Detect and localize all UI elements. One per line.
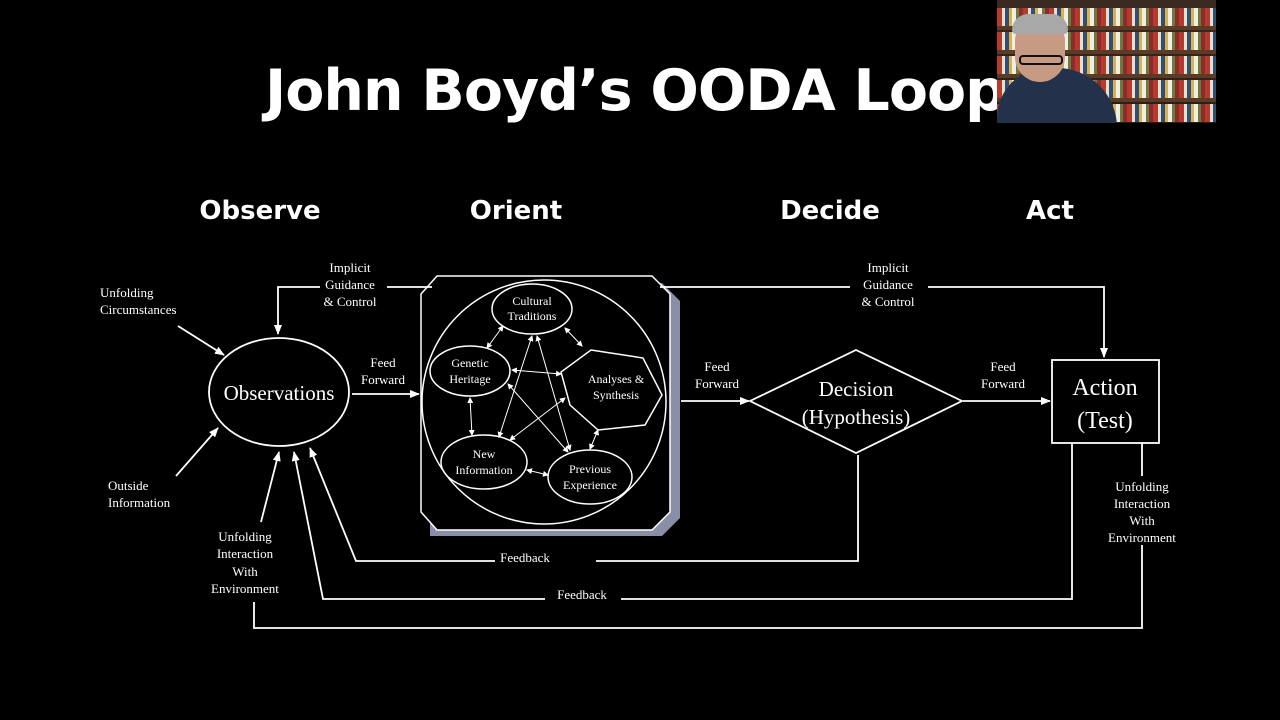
phase-orient: Orient — [469, 196, 563, 226]
previous-experience-node — [547, 449, 633, 505]
implicit-left-label-3: & Control — [323, 294, 376, 309]
orient-circle — [421, 279, 667, 525]
feedforward-1-label-2: Forward — [361, 372, 406, 387]
slide-title: John Boyd’s OODA Loop — [265, 58, 1006, 124]
orient-interconnections — [467, 325, 599, 477]
new-information-label-1: New — [473, 447, 496, 461]
observations-label: Observations — [224, 381, 335, 405]
new-information-label-2: Information — [455, 463, 512, 477]
unfolding-interaction-loop — [253, 545, 1143, 629]
decision-node — [747, 349, 965, 455]
unfolding-interaction-left-label-1: Unfolding — [218, 529, 272, 544]
feedforward-3-label-2: Forward — [981, 376, 1026, 391]
previous-experience-label-2: Experience — [563, 478, 617, 492]
presenter-video-thumbnail — [997, 0, 1216, 123]
implicit-left-label-1: Implicit — [329, 260, 371, 275]
implicit-left-label-2: Guidance — [325, 277, 375, 292]
unfolding-interaction-left-label-4: Environment — [211, 581, 279, 596]
unfolding-interaction-right-label-2: Interaction — [1114, 496, 1171, 511]
decision-label-2: (Hypothesis) — [802, 405, 911, 429]
phase-decide: Decide — [780, 196, 880, 226]
unfolding-circumstances-label-2: Circumstances — [100, 302, 177, 317]
previous-experience-label-1: Previous — [569, 462, 611, 476]
implicit-guidance-left-arrow — [274, 286, 320, 335]
feedback-1-label: Feedback — [500, 550, 550, 565]
feedback-1-arrow — [309, 447, 495, 562]
unfolding-circumstances-arrow — [177, 325, 225, 356]
new-information-node — [440, 434, 528, 490]
feedforward-2-label-2: Forward — [695, 376, 740, 391]
phase-act: Act — [1026, 196, 1074, 226]
feedforward-3-label-1: Feed — [990, 359, 1016, 374]
action-label-2: (Test) — [1077, 408, 1133, 434]
implicit-right-label-3: & Control — [861, 294, 914, 309]
outside-information-label-2: Information — [108, 495, 171, 510]
feedback-2-arrow — [291, 451, 545, 600]
feedforward-1-label-1: Feed — [370, 355, 396, 370]
action-node — [1051, 359, 1160, 444]
implicit-right-label-1: Implicit — [867, 260, 909, 275]
feedback-2-line — [621, 443, 1073, 600]
feedback-2-label: Feedback — [557, 587, 607, 602]
decision-label-1: Decision — [819, 377, 894, 401]
action-label-1: Action — [1072, 375, 1137, 401]
unfolding-interaction-left-label-3: With — [232, 564, 258, 579]
phase-observe: Observe — [199, 196, 321, 226]
cultural-traditions-label-1: Cultural — [512, 294, 552, 308]
analyses-synthesis-label-2: Synthesis — [593, 388, 639, 402]
genetic-heritage-label-1: Genetic — [451, 356, 488, 370]
unfolding-interaction-right-label-3: With — [1129, 513, 1155, 528]
feedback-1-line — [596, 455, 859, 562]
cultural-traditions-label-2: Traditions — [508, 309, 557, 323]
unfolding-interaction-right-label-4: Environment — [1108, 530, 1176, 545]
unfolding-interaction-right-label-1: Unfolding — [1115, 479, 1169, 494]
analyses-synthesis-label-1: Analyses & — [588, 372, 645, 386]
feedforward-2-label-1: Feed — [704, 359, 730, 374]
implicit-right-label-2: Guidance — [863, 277, 913, 292]
genetic-heritage-label-2: Heritage — [449, 372, 490, 386]
outside-information-label-1: Outside — [108, 478, 149, 493]
outside-information-arrow — [175, 427, 219, 477]
unfolding-circumstances-label-1: Unfolding — [100, 285, 154, 300]
observations-node — [208, 337, 350, 447]
implicit-guidance-right-arrow — [928, 286, 1108, 358]
glasses-icon — [1019, 55, 1063, 65]
cultural-traditions-node — [491, 283, 573, 335]
unfolding-interaction-left-label-2: Interaction — [217, 546, 274, 561]
unfolding-interaction-arrow — [260, 451, 281, 523]
